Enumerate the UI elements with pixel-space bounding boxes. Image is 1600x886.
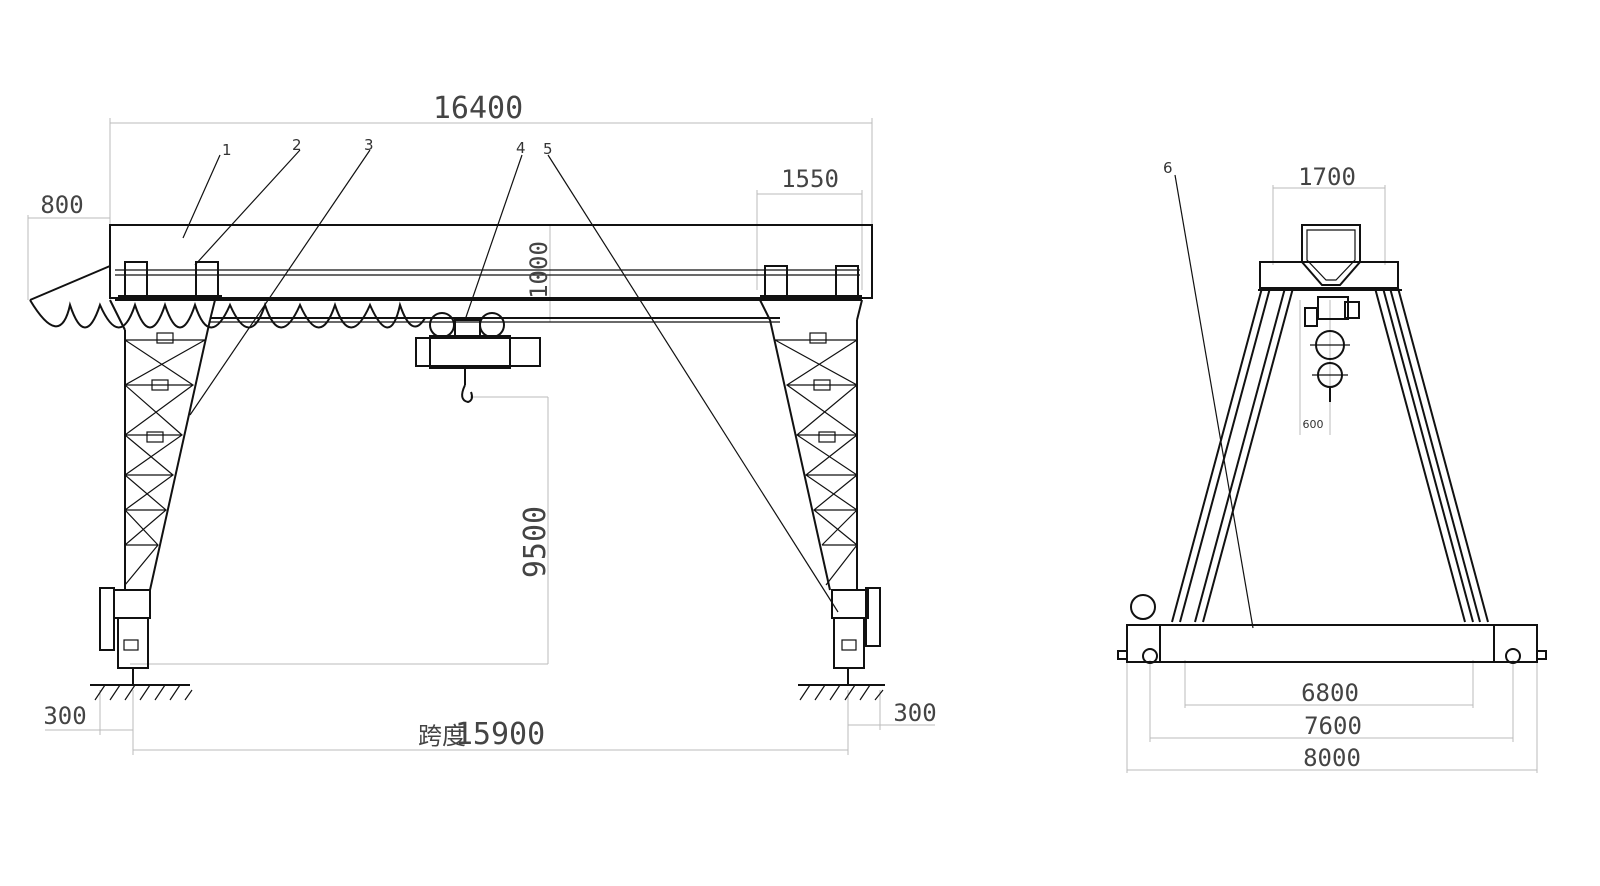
left-offset-dim: 300	[43, 702, 86, 730]
end-spacing-dim: 1550	[781, 165, 839, 193]
lift-height-dim: 9500	[518, 506, 553, 578]
cantilever-dim: 800	[40, 191, 83, 219]
girder-height-dim: 1000	[525, 241, 553, 299]
leader-line-6	[1174, 174, 1254, 629]
leader-lines	[182, 149, 839, 613]
main-girder	[109, 224, 873, 323]
inner-base-dim: 6800	[1301, 679, 1359, 707]
hook-offset-dim: 600	[1303, 418, 1324, 431]
part-label-3: 3	[364, 136, 374, 154]
cable-festoon	[29, 265, 426, 329]
part-label-1: 1	[222, 141, 232, 159]
overall-length-dim: 16400	[433, 91, 523, 126]
part-label-6: 6	[1163, 159, 1173, 177]
side-hoist	[1304, 296, 1360, 402]
front-view: 16400 800 1550 1000 9500 300 300 跨度 1590…	[27, 91, 937, 755]
electric-hoist	[415, 312, 541, 404]
right-offset-dim: 300	[893, 699, 936, 727]
part-label-4: 4	[516, 139, 526, 157]
span-label: 跨度	[418, 722, 466, 750]
dimension-lines	[27, 118, 935, 755]
left-leg	[90, 299, 216, 701]
side-view: 1700 600 6800 7600 8000 6	[1117, 159, 1547, 773]
wheel-base-dim: 7600	[1304, 712, 1362, 740]
top-width-dim: 1700	[1298, 163, 1356, 191]
a-frame	[1117, 224, 1547, 664]
span-dim: 15900	[455, 717, 545, 752]
part-label-2: 2	[292, 136, 302, 154]
overall-base-dim: 8000	[1303, 744, 1361, 772]
side-dimension-lines	[1126, 185, 1538, 773]
part-label-5: 5	[543, 140, 553, 158]
right-leg	[759, 299, 885, 701]
